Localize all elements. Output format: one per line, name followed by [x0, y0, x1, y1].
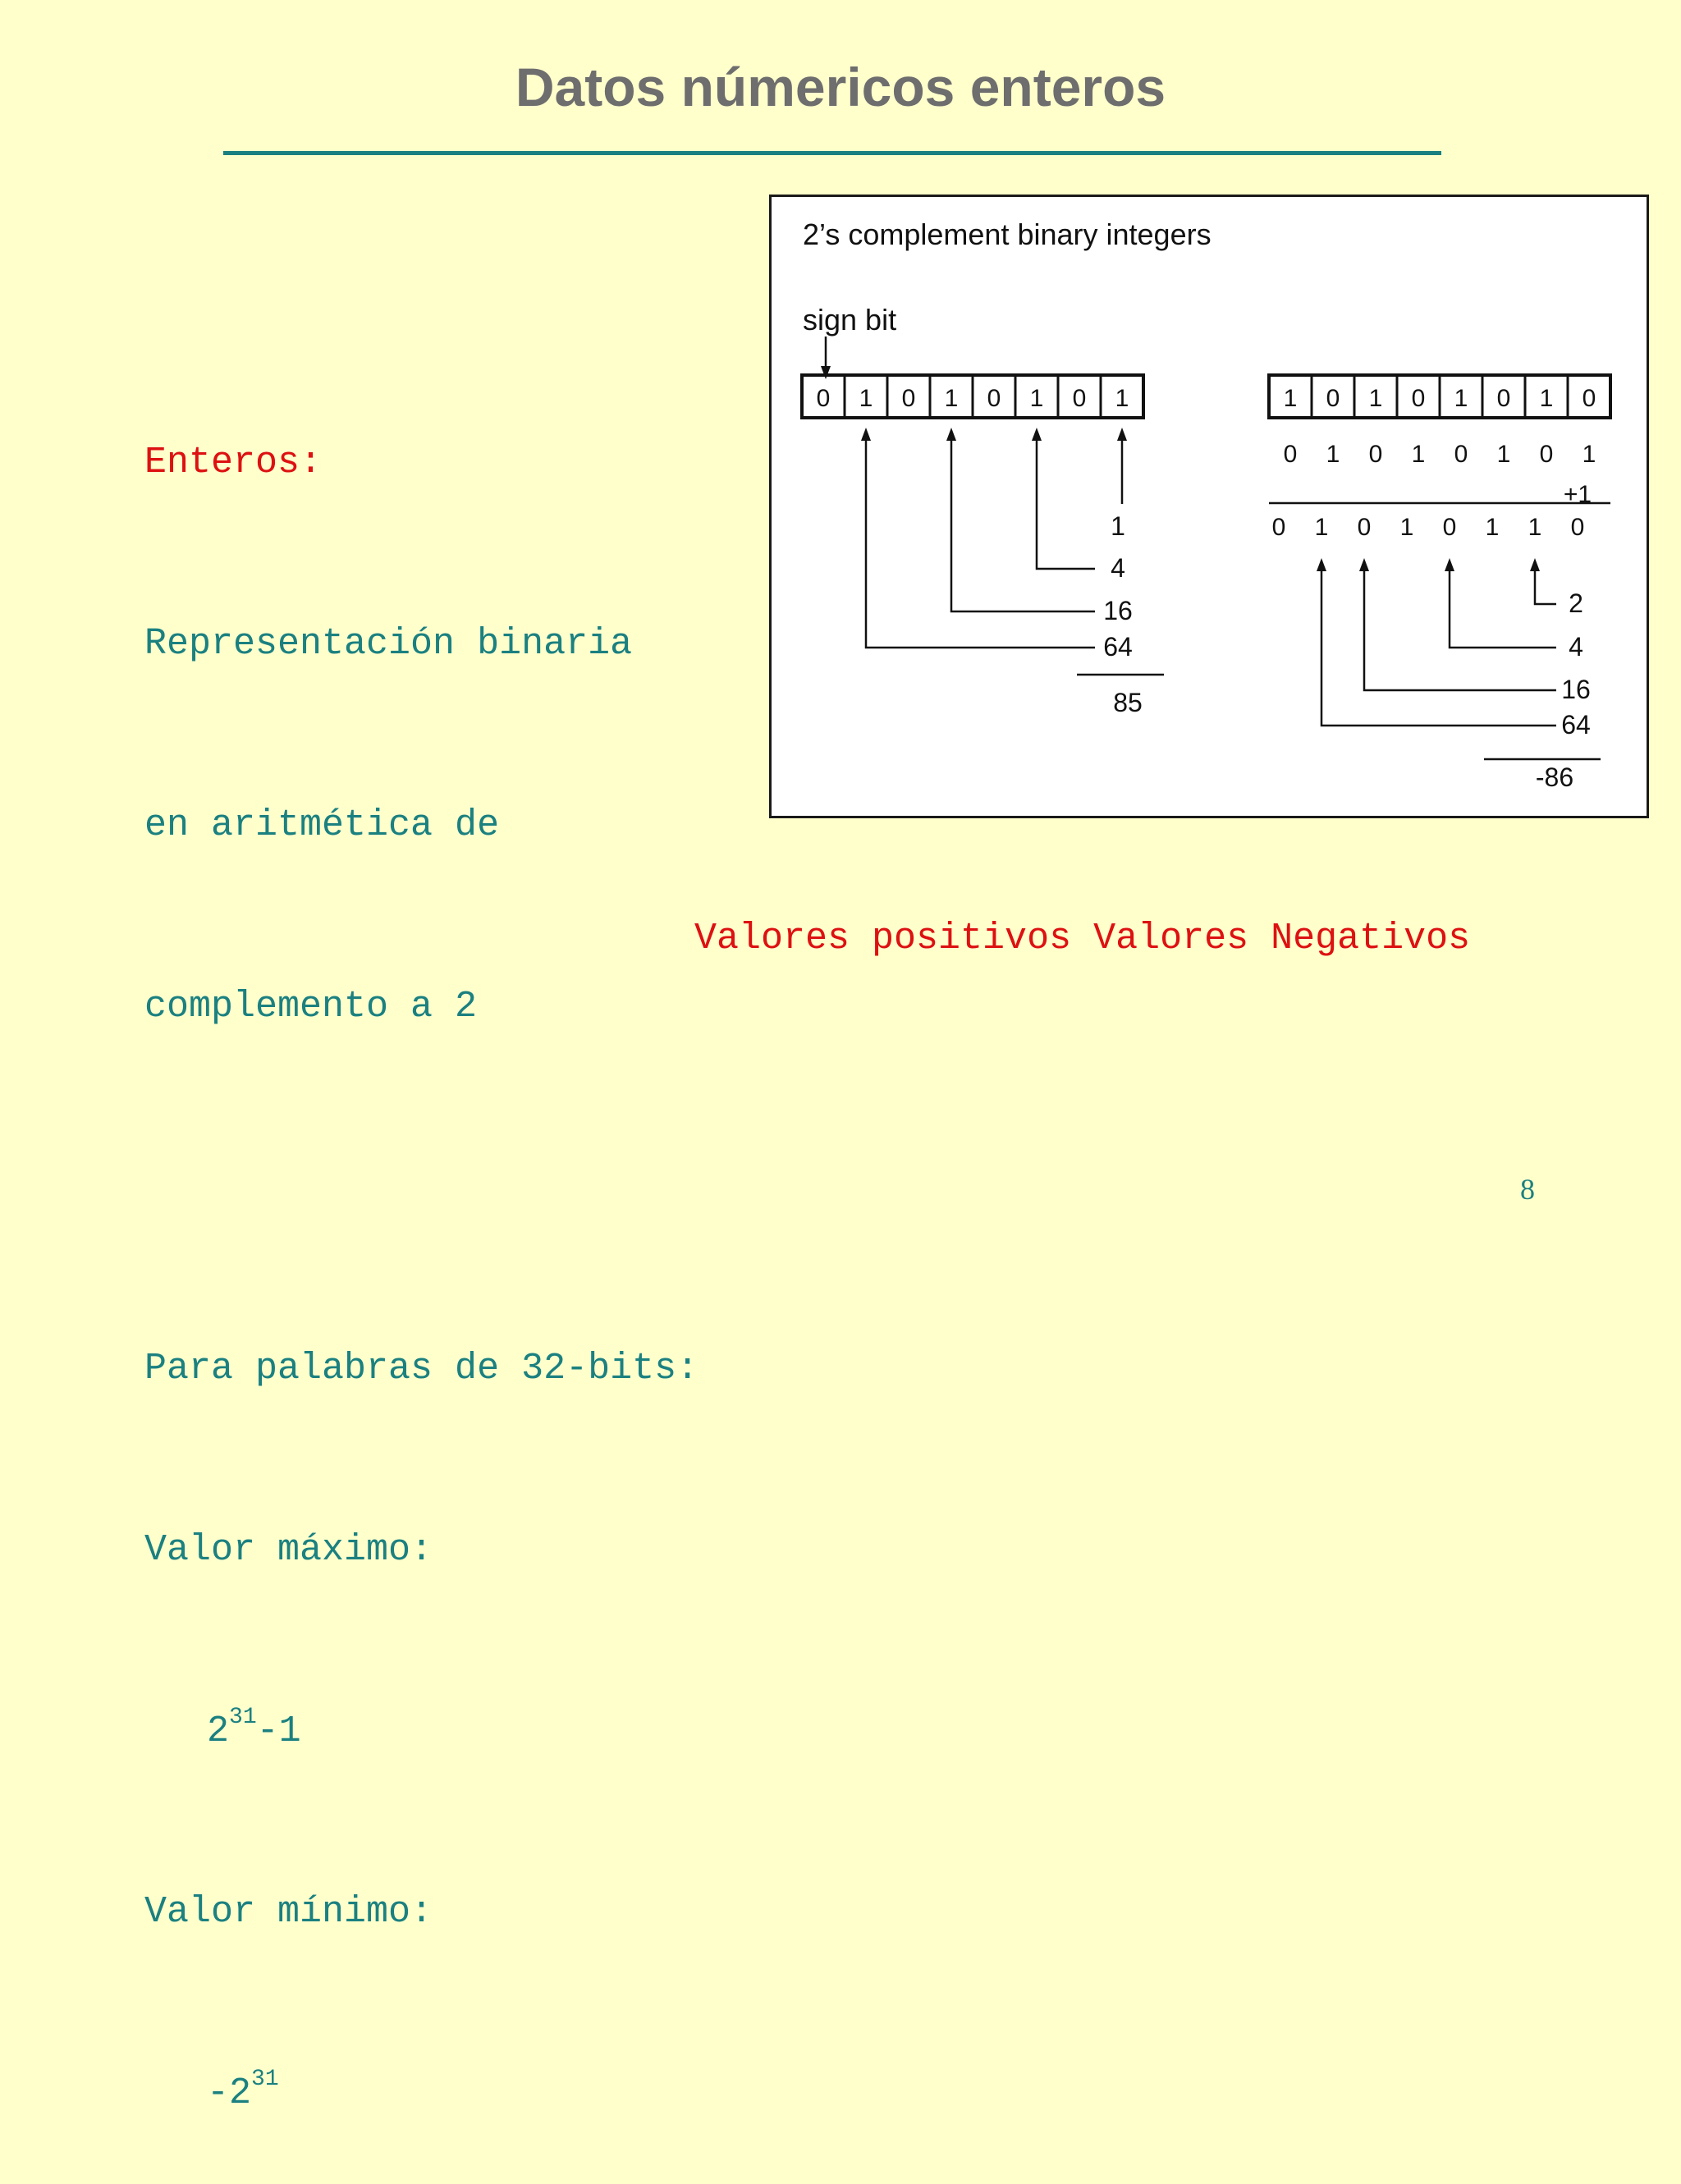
min-exponent: 31 [251, 2067, 279, 2093]
inverted-bit: 1 [1583, 441, 1596, 468]
title-divider [223, 151, 1441, 155]
inverted-bit: 0 [1284, 441, 1298, 468]
positive-bit: 1 [1115, 385, 1129, 412]
negative-weight-connector [1320, 565, 1556, 727]
positive-sum: 85 [1113, 688, 1143, 717]
negative-bit: 1 [1284, 385, 1298, 412]
figure-canvas: 2’s complement binary integers sign bit 0 1… [800, 217, 1612, 792]
caption-positive: Valores positivos [694, 918, 1072, 959]
negative-weight: 4 [1569, 632, 1583, 662]
min-base: -2 [207, 2072, 252, 2115]
inverted-bit: 1 [1326, 441, 1340, 468]
positive-weight: 64 [1103, 632, 1133, 662]
positive-arrowhead [861, 428, 871, 441]
max-suffix: -1 [256, 1710, 301, 1752]
positive-bit: 0 [1073, 385, 1087, 412]
negative-weight: 2 [1569, 588, 1583, 618]
negative-bit: 1 [1540, 385, 1554, 412]
slide-title: Datos númericos enteros [515, 57, 1166, 117]
positive-weight: 1 [1111, 511, 1125, 541]
body-line-1: Representación binaria [144, 622, 633, 665]
negative-weight: 16 [1561, 675, 1591, 704]
result-bit: 1 [1486, 514, 1500, 541]
positive-arrowhead [946, 428, 956, 441]
negative-arrowhead [1445, 558, 1454, 571]
inverted-bit: 0 [1369, 441, 1383, 468]
max-value-label: Valor máximo: [144, 1528, 433, 1571]
caption-negative: Valores Negativos [1093, 918, 1471, 959]
inverted-bit: 0 [1540, 441, 1554, 468]
figure-title: 2’s complement binary integers [803, 217, 1212, 251]
positive-weight: 16 [1103, 596, 1133, 625]
negative-bit: 0 [1412, 385, 1426, 412]
max-base: 2 [207, 1710, 230, 1752]
negative-bit: 1 [1454, 385, 1468, 412]
result-bit: 1 [1315, 514, 1329, 541]
negative-arrowhead [1530, 558, 1540, 571]
positive-weight-connector [1035, 436, 1095, 570]
positive-bit: 0 [817, 385, 831, 412]
negative-arrowhead [1317, 558, 1326, 571]
heading-enteros: Enteros: [144, 442, 323, 484]
inverted-bit: 0 [1454, 441, 1468, 468]
slide-body: Enteros: Representación binaria en aritm… [144, 312, 699, 2184]
negative-weight-connector [1533, 565, 1556, 606]
negative-weight-connector [1363, 565, 1556, 692]
positive-weight-connector [950, 436, 1095, 613]
figure-caption: Valores positivos Valores Negativos [694, 918, 1470, 959]
max-value-formula: 231-1 [144, 1701, 699, 1762]
positive-bit: 1 [1030, 385, 1044, 412]
inverted-bit: 1 [1412, 441, 1426, 468]
negative-weight: 64 [1561, 710, 1591, 739]
result-bit: 0 [1571, 514, 1585, 541]
negative-bit: 0 [1326, 385, 1340, 412]
positive-weight: 4 [1111, 553, 1125, 583]
min-value-label: Valor mínimo: [144, 1891, 433, 1934]
page-number: 8 [1520, 1173, 1535, 1206]
positive-bit: 1 [945, 385, 959, 412]
negative-bit: 0 [1497, 385, 1511, 412]
min-value-formula: -231 [144, 2063, 699, 2124]
positive-bit: 0 [902, 385, 916, 412]
result-bit: 0 [1272, 514, 1286, 541]
positive-arrowhead [1032, 428, 1042, 441]
result-bit: 0 [1358, 514, 1372, 541]
body-line-3: complemento a 2 [144, 985, 478, 1028]
sign-bit-label: sign bit [803, 303, 896, 337]
result-bit: 0 [1443, 514, 1457, 541]
positive-arrowhead [1117, 428, 1127, 441]
words-heading: Para palabras de 32-bits: [144, 1348, 699, 1390]
negative-bit: 1 [1369, 385, 1383, 412]
negative-bit: 0 [1583, 385, 1596, 412]
blank-line [144, 1157, 699, 1218]
negative-weight-connector [1448, 565, 1556, 649]
max-exponent: 31 [229, 1704, 257, 1730]
negative-arrowhead [1359, 558, 1369, 571]
positive-weight-connector [864, 436, 1095, 649]
twos-complement-figure: 2’s complement binary integers sign bit 0 1… [769, 195, 1649, 818]
result-bit: 1 [1400, 514, 1414, 541]
negative-sum: -86 [1536, 762, 1573, 792]
positive-bit: 0 [987, 385, 1001, 412]
positive-bit: 1 [859, 385, 873, 412]
result-bit: 1 [1528, 514, 1542, 541]
sign-bit-arrowhead [821, 366, 831, 379]
body-line-2: en aritmética de [144, 804, 500, 846]
inverted-bit: 1 [1497, 441, 1511, 468]
